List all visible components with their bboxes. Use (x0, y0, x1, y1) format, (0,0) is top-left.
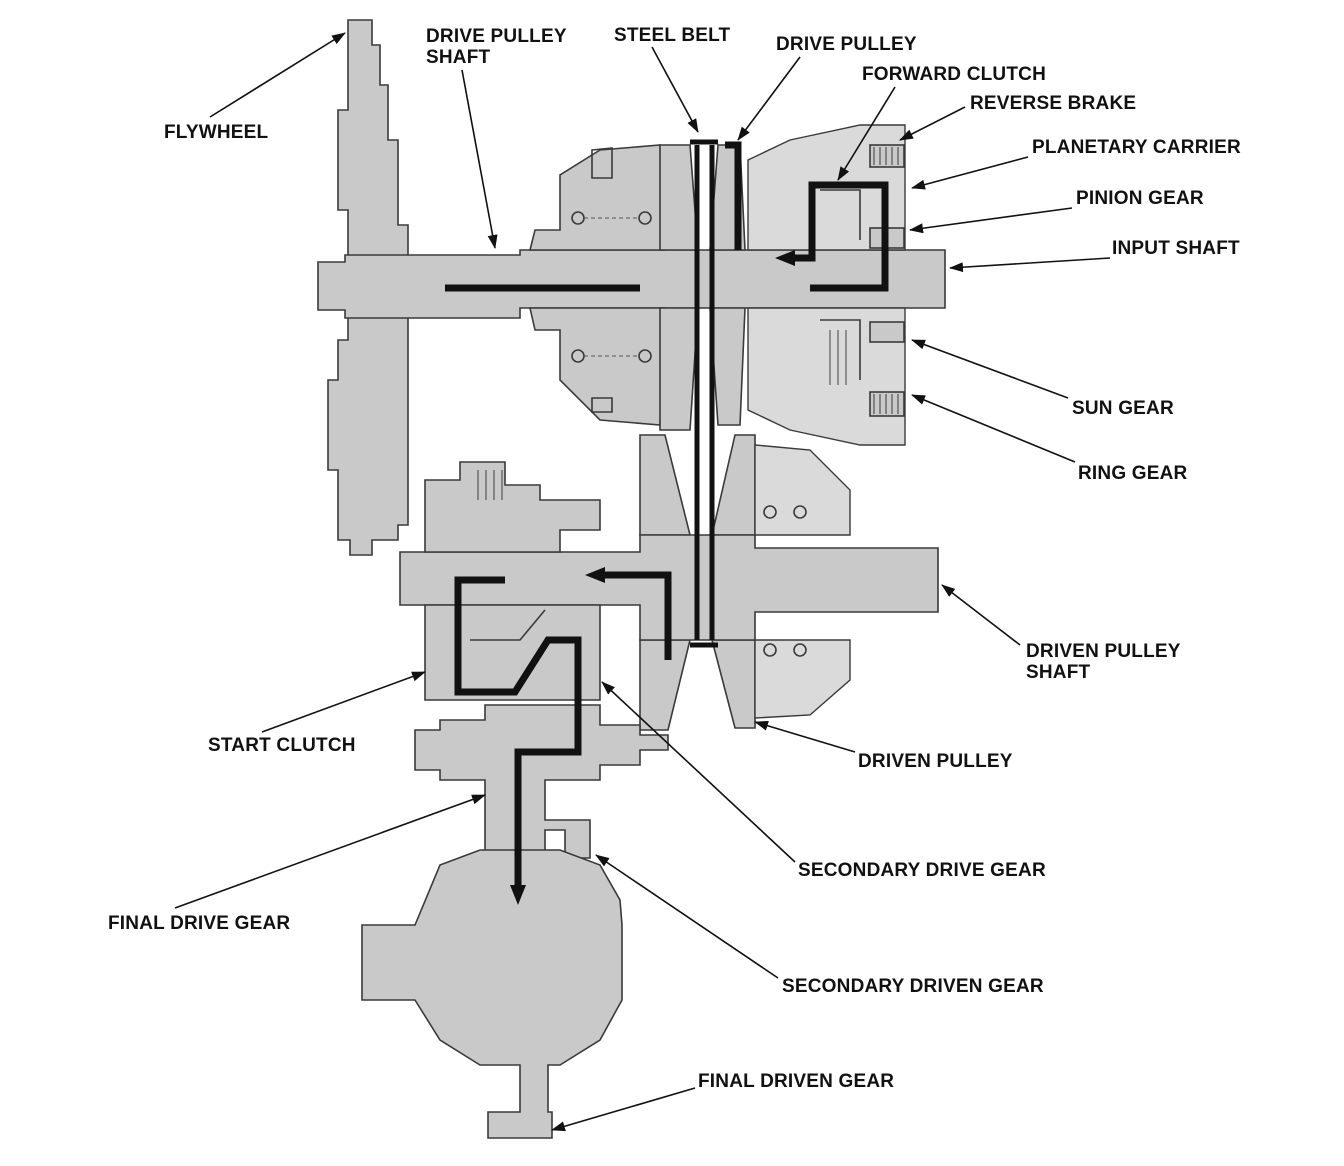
label-input-shaft: INPUT SHAFT (1112, 238, 1240, 259)
leader-drive-pulley-shaft (461, 69, 498, 249)
drive-pulley-part (528, 144, 746, 431)
label-secondary-driven-gear: SECONDARY DRIVEN GEAR (782, 976, 1044, 997)
leader-start-clutch (261, 671, 426, 733)
label-steel-belt: STEEL BELT (614, 25, 731, 46)
label-start-clutch: START CLUTCH (208, 735, 356, 756)
label-secondary-drive-gear: SECONDARY DRIVE GEAR (798, 860, 1046, 881)
leader-forward-clutch (837, 86, 896, 181)
leader-flywheel (209, 32, 346, 118)
leader-pinion-gear (909, 207, 1073, 234)
steel-belt-part (690, 139, 718, 648)
label-planetary-carrier: PLANETARY CARRIER (1032, 137, 1241, 158)
leader-drive-pulley (737, 56, 801, 141)
label-flywheel: FLYWHEEL (164, 122, 269, 143)
label-reverse-brake: REVERSE BRAKE (970, 93, 1137, 114)
label-sun-gear: SUN GEAR (1072, 398, 1174, 419)
label-drive-pulley-shaft-line2: SHAFT (426, 47, 491, 68)
label-driven-pulley-shaft-line1: DRIVEN PULLEY (1026, 641, 1181, 662)
label-ring-gear: RING GEAR (1078, 463, 1188, 484)
label-final-drive-gear: FINAL DRIVE GEAR (108, 913, 291, 934)
label-forward-clutch: FORWARD CLUTCH (862, 64, 1046, 85)
leader-sun-gear (911, 339, 1069, 399)
secondary-gear-part (414, 704, 669, 859)
label-drive-pulley-shaft-line1: DRIVE PULLEY (426, 26, 567, 47)
leader-lines (174, 32, 1111, 1132)
leader-secondary-driven-gear (595, 854, 779, 979)
input-shaft-part (317, 249, 946, 319)
leader-final-drive-gear (174, 794, 486, 909)
leader-ring-gear (911, 394, 1076, 463)
leader-reverse-brake (899, 106, 966, 141)
label-drive-pulley: DRIVE PULLEY (776, 34, 917, 55)
driven-pulley-part (639, 434, 851, 731)
final-driven-gear-part (361, 849, 623, 1139)
leader-planetary-carrier (911, 156, 1029, 190)
label-driven-pulley-shaft-line2: SHAFT (1026, 662, 1091, 683)
label-pinion-gear: PINION GEAR (1076, 188, 1204, 209)
label-driven-pulley: DRIVEN PULLEY (858, 751, 1013, 772)
start-clutch-part (424, 461, 601, 701)
leader-input-shaft (949, 257, 1111, 273)
power-flow-path (445, 141, 889, 905)
label-final-driven-gear: FINAL DRIVEN GEAR (698, 1071, 895, 1092)
leader-steel-belt (651, 46, 699, 133)
leader-secondary-drive-gear (601, 681, 796, 863)
leader-driven-pulley-shaft (941, 584, 1021, 646)
leader-final-driven-gear (551, 1087, 696, 1132)
leader-driven-pulley (754, 720, 856, 753)
